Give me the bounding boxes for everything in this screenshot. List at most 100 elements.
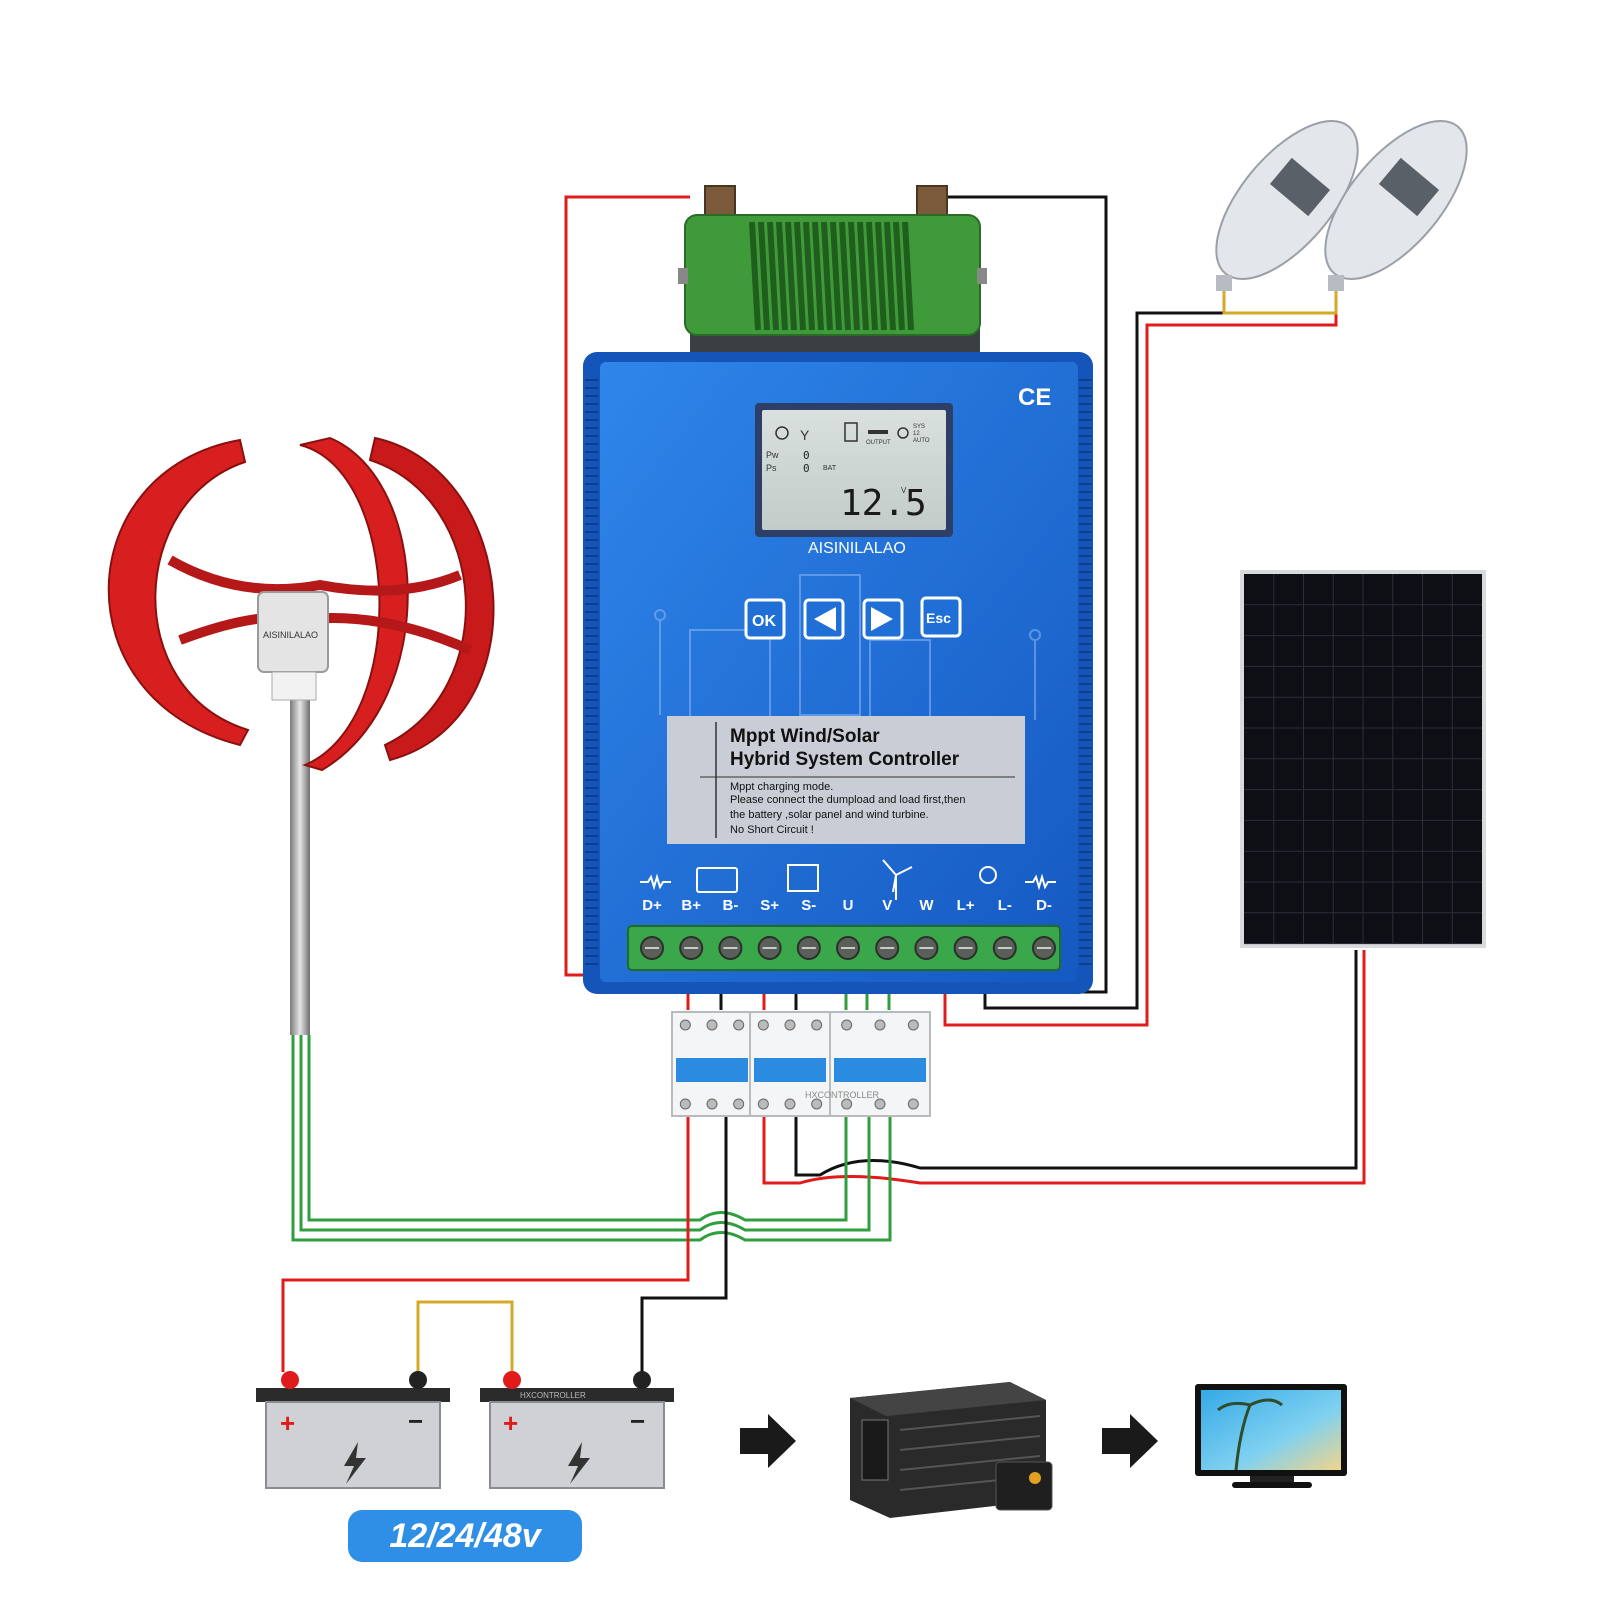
wire-battery-link-yellow <box>416 1300 514 1372</box>
terminal-label: V <box>882 897 892 914</box>
sun-icon <box>775 426 789 440</box>
lcd-pw-value: 0 <box>803 449 810 462</box>
hybrid-controller: CE Y OUTPUT SYS 12 AUTO Pw 0 Ps 0 BAT 12… <box>583 352 1093 994</box>
breaker-3 <box>829 1011 931 1117</box>
lcd-pw-label: Pw <box>766 450 779 460</box>
voltage-badge: 12/24/48v <box>348 1510 582 1562</box>
breaker-screw <box>784 1019 796 1031</box>
terminal-label: B- <box>722 897 738 914</box>
coil-winding <box>902 221 914 331</box>
wire-battery-black <box>640 1115 728 1372</box>
breaker-label: HXCONTROLLER <box>805 1090 880 1100</box>
coil-winding <box>848 221 860 331</box>
turbine-icon: Y <box>800 427 810 443</box>
coil-winding <box>821 221 833 331</box>
palm-tree-icon <box>1217 1398 1283 1471</box>
button-right[interactable] <box>862 598 904 640</box>
solar-panel <box>1240 570 1486 948</box>
lcd-voltage-reading: 12.5 <box>840 483 927 524</box>
lcd-ps-value: 0 <box>803 462 810 475</box>
panel-note-1: Mppt charging mode. <box>730 781 833 793</box>
button-esc-label: Esc <box>926 610 951 626</box>
button-ok[interactable]: OK <box>744 598 786 640</box>
wind-turbine: AISINILALAO <box>107 436 495 1035</box>
wire-battery-red <box>281 1115 690 1372</box>
coil-winding <box>776 221 788 331</box>
turbine-hub-label: AISINILALAO <box>263 630 318 640</box>
terminal-label: S+ <box>760 897 779 914</box>
lamp-icon <box>897 427 909 439</box>
lcd-auto-label: AUTO <box>913 438 930 444</box>
turbine-strut-top <box>167 555 462 596</box>
breaker-screw <box>874 1019 886 1031</box>
ce-mark: CE <box>1018 384 1051 411</box>
lcd-display: Y OUTPUT SYS 12 AUTO Pw 0 Ps 0 BAT 12.5 … <box>755 403 953 537</box>
panel-note-4: No Short Circuit ! <box>730 824 814 836</box>
terminal-label: D+ <box>642 897 662 914</box>
breaker-toggle[interactable] <box>834 1058 926 1082</box>
battery-1-minus: − <box>408 1406 423 1436</box>
breaker-toggle[interactable] <box>754 1058 826 1082</box>
arrow-left-icon <box>814 607 836 631</box>
button-left[interactable] <box>803 598 845 640</box>
terminal-block <box>627 925 1061 971</box>
breaker-screw <box>679 1098 691 1110</box>
lcd-bat-label: BAT <box>823 465 837 472</box>
coil-winding <box>884 221 896 331</box>
coil-winding <box>875 221 887 331</box>
dump-load-resistor <box>678 185 987 354</box>
wind-terminal-icon <box>882 859 913 900</box>
panel-note-2: Please connect the dumpload and load fir… <box>730 794 965 806</box>
wire-lamp-yellow <box>1222 289 1338 315</box>
inverter-remote <box>995 1461 1053 1511</box>
breaker-1 <box>671 1011 753 1117</box>
coil-winding <box>803 221 815 331</box>
battery-1-plus: + <box>280 1408 295 1438</box>
terminal-label: B+ <box>681 897 701 914</box>
coil-winding <box>785 221 797 331</box>
breaker-screw <box>706 1019 718 1031</box>
coil-winding <box>749 221 761 331</box>
output-arrow-icon <box>868 430 888 434</box>
panel-title-line2: Hybrid System Controller <box>730 749 960 770</box>
battery-2: HXCONTROLLER + − <box>480 1371 674 1489</box>
breaker-screw <box>907 1098 919 1110</box>
breaker-screw <box>757 1019 769 1031</box>
wire-lamp-red <box>943 289 1338 1027</box>
turbine-blade-center <box>299 436 409 772</box>
television <box>1195 1384 1347 1488</box>
terminal-label: D- <box>1036 897 1052 914</box>
breaker-screw <box>907 1019 919 1031</box>
breaker-screw <box>706 1098 718 1110</box>
wires <box>281 195 1366 1372</box>
terminal-label: L- <box>998 897 1012 914</box>
battery-2-plus: + <box>503 1408 518 1438</box>
solar-terminal-icon <box>787 864 819 892</box>
bulb-terminal-icon <box>979 866 997 884</box>
breaker-screw <box>733 1019 745 1031</box>
circuit-breakers: HXCONTROLLER <box>671 1011 931 1117</box>
button-esc[interactable]: Esc <box>920 596 962 638</box>
coil-winding <box>857 221 869 331</box>
battery-1-bolt-icon <box>344 1442 366 1484</box>
street-lamp-1 <box>1215 119 1359 291</box>
terminal-label: L+ <box>957 897 975 914</box>
coil-winding <box>812 221 824 331</box>
inverter <box>850 1382 1053 1518</box>
battery-2-positive-terminal <box>503 1371 521 1389</box>
battery-1-positive-terminal <box>281 1371 299 1389</box>
turbine-blade-left <box>107 438 250 747</box>
terminal-label: U <box>843 897 854 914</box>
resistor-icon-right <box>1025 873 1056 891</box>
controller-brand: AISINILALAO <box>808 540 906 557</box>
breaker-screw <box>733 1098 745 1110</box>
breaker-toggle[interactable] <box>676 1058 748 1082</box>
battery-2-negative-terminal <box>633 1371 651 1389</box>
button-ok-label: OK <box>752 613 776 630</box>
wire-turbine-green-2 <box>299 1035 871 1232</box>
lcd-ps-label: Ps <box>766 463 777 473</box>
lcd-output-label: OUTPUT <box>866 440 891 446</box>
battery-2-label: HXCONTROLLER <box>520 1391 586 1400</box>
terminal-label: S- <box>801 897 816 914</box>
arrow-right-icon <box>871 607 893 631</box>
